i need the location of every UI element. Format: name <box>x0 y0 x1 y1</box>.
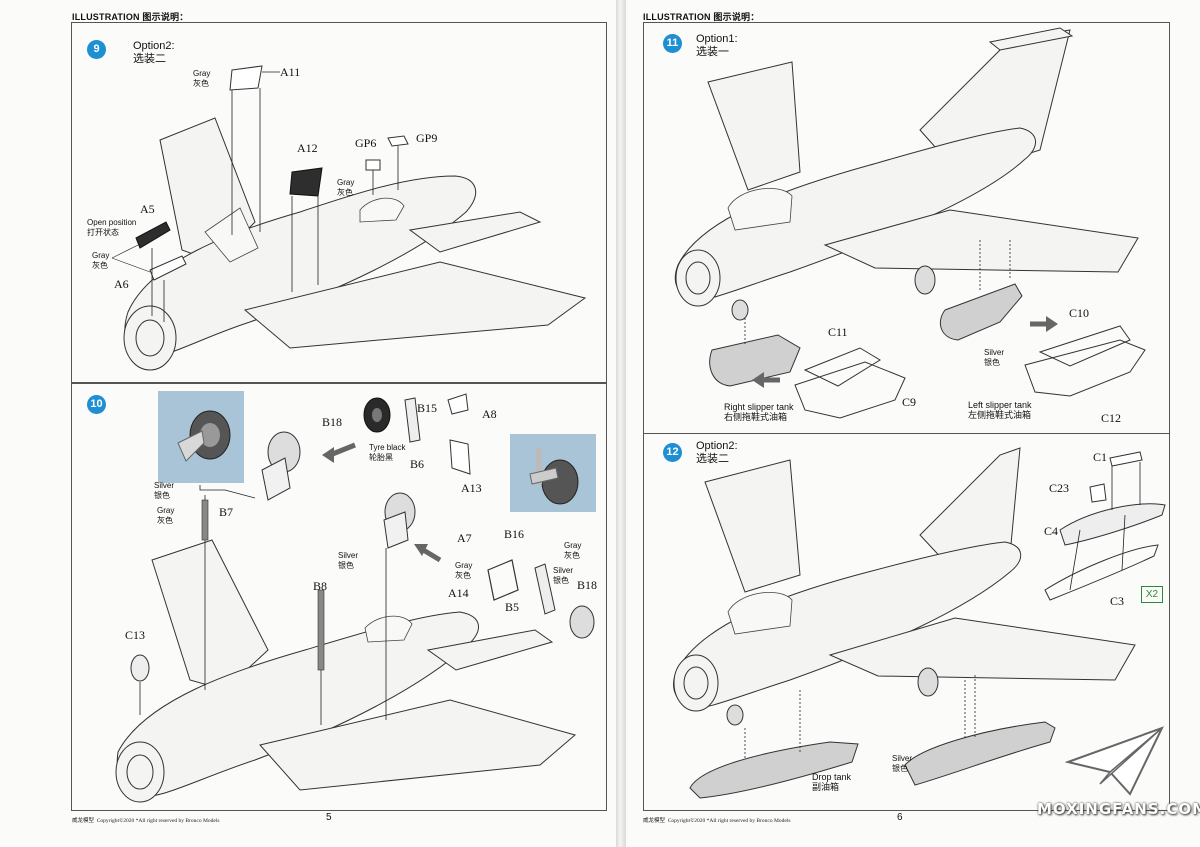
part-label-c11: C11 <box>828 325 848 339</box>
step-9-option: Option2: 选装二 <box>133 40 175 66</box>
part-label-c4: C4 <box>1044 524 1059 538</box>
part-label-c3: C3 <box>1110 594 1125 608</box>
footer-left-copyright: Copyright©2020 *All right reserved by Br… <box>96 818 220 824</box>
part-label-c1: C1 <box>1093 450 1108 464</box>
part-label-a6: A6 <box>114 277 129 291</box>
part-label-c23: C23 <box>1049 481 1070 495</box>
part-label-c9: C9 <box>902 395 917 409</box>
step-12-option-en: Option2: <box>696 440 738 452</box>
part-label-b18-top: B18 <box>322 415 343 429</box>
step-9-option-en: Option2: <box>133 40 175 52</box>
part-label-a12: A12 <box>297 141 318 155</box>
step-12-option: Option2: 选装二 <box>696 440 738 466</box>
step-11-option-cn: 选装一 <box>696 46 729 58</box>
quantity-x2-badge: X2 <box>1141 586 1163 603</box>
page-6 <box>624 0 1200 847</box>
part-label-c10: C10 <box>1069 306 1090 320</box>
step-10-frame <box>71 382 607 811</box>
part-label-b5: B5 <box>505 600 520 614</box>
page-number-6: 6 <box>897 812 903 823</box>
step-12-badge: 12 <box>663 443 682 462</box>
part-label-a11: A11 <box>280 65 301 79</box>
part-label-gp6: GP6 <box>355 136 377 150</box>
footer-left: 威龙模型 Copyright©2020 *All right reserved … <box>72 816 219 824</box>
part-label-b18-right: B18 <box>577 578 598 592</box>
step-10-aircraft-drawing <box>115 393 595 803</box>
part-label-b15: B15 <box>417 401 438 415</box>
reference-photo-nose-gear <box>158 391 244 483</box>
part-label-c13: C13 <box>125 628 146 642</box>
footer-right-copyright: Copyright©2020 *All right reserved by Br… <box>667 818 791 824</box>
step-10-badge: 10 <box>87 395 106 414</box>
step-9-aircraft-drawing <box>111 65 587 371</box>
part-label-b8: B8 <box>313 579 328 593</box>
step-11-badge: 11 <box>663 34 682 53</box>
part-label-a13: A13 <box>461 481 482 495</box>
watermark-text: MOXINGFANS.COM <box>1037 800 1200 818</box>
part-label-a8: A8 <box>482 407 497 421</box>
footer-right-brand: 威龙模型 <box>643 818 666 824</box>
part-label-b7: B7 <box>219 505 234 519</box>
header-title-left: ILLUSTRATION 图示说明： <box>72 12 189 22</box>
page-number-5: 5 <box>326 812 332 823</box>
footer-right: 威龙模型 Copyright©2020 *All right reserved … <box>643 816 790 824</box>
step-12-option-cn: 选装二 <box>696 453 729 465</box>
step-9-option-cn: 选装二 <box>133 53 166 65</box>
page-gutter <box>616 0 626 847</box>
step-12-frame <box>643 433 1170 811</box>
part-label-a14: A14 <box>448 586 469 600</box>
part-label-b6: B6 <box>410 457 425 471</box>
part-label-gp9: GP9 <box>416 131 438 145</box>
step-9-badge: 9 <box>87 40 106 59</box>
header-title-right: ILLUSTRATION 图示说明： <box>643 12 760 22</box>
part-label-b16: B16 <box>504 527 525 541</box>
part-label-c12: C12 <box>1101 411 1122 425</box>
step-9-frame <box>71 22 607 384</box>
paper-plane-logo-icon <box>1064 726 1164 796</box>
part-label-a7: A7 <box>457 531 472 545</box>
step-11-option: Option1: 选装一 <box>696 33 738 59</box>
reference-photo-main-gear <box>510 434 596 512</box>
part-label-a5: A5 <box>140 202 155 216</box>
footer-left-brand: 威龙模型 <box>72 818 95 824</box>
step-11-option-en: Option1: <box>696 33 738 45</box>
